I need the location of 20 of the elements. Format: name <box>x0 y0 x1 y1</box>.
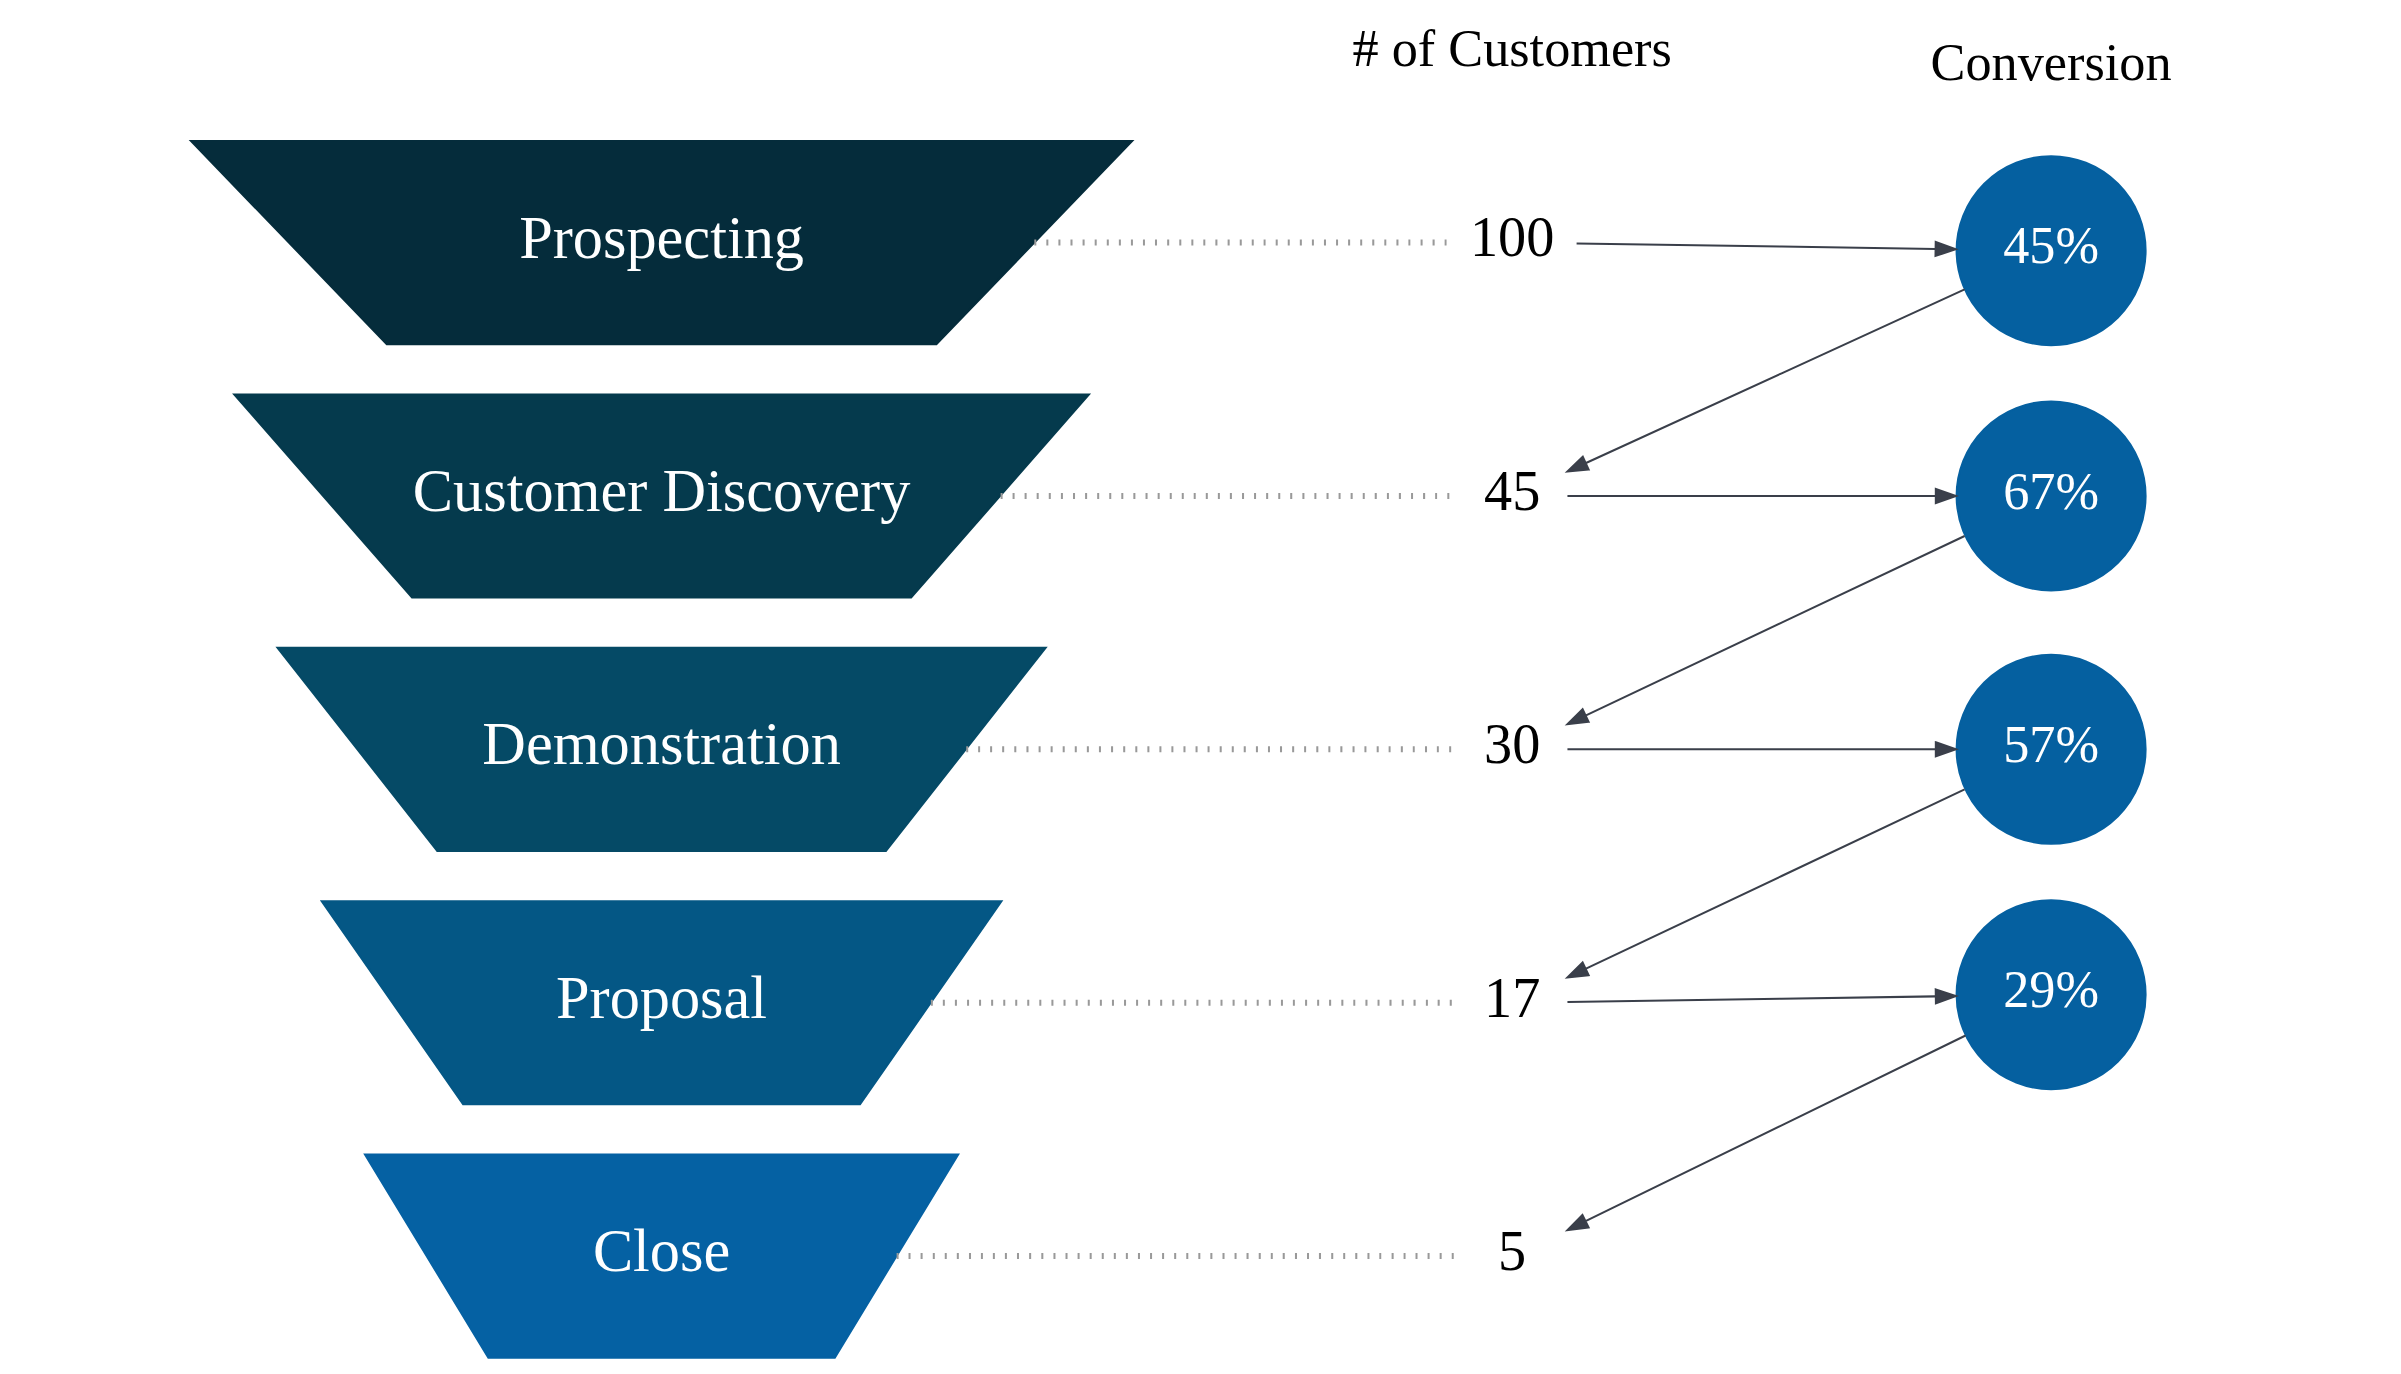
arrow <box>1564 535 1966 726</box>
arrow <box>1567 987 1959 1005</box>
arrow <box>1567 487 1959 505</box>
node-text: 17 <box>1484 966 1541 1029</box>
arrow <box>1564 288 1966 473</box>
connector <box>1034 239 1448 246</box>
label: # of Customers <box>1352 19 1672 78</box>
node-text: 100 <box>1469 206 1555 269</box>
arrow <box>1564 1034 1967 1232</box>
node-text: 5 <box>1498 1219 1527 1282</box>
node-text: 30 <box>1484 713 1541 776</box>
node-circle: 57% <box>1955 653 2147 845</box>
node-circle: 45% <box>1955 155 2147 347</box>
arrow <box>1576 240 1959 258</box>
node-circle: 29% <box>1955 899 2147 1091</box>
label: Conversion <box>1930 33 2172 92</box>
arrow <box>1567 740 1959 758</box>
node-circle: 67% <box>1955 400 2147 592</box>
node-text: 45 <box>1484 459 1541 522</box>
arrow <box>1564 788 1966 979</box>
